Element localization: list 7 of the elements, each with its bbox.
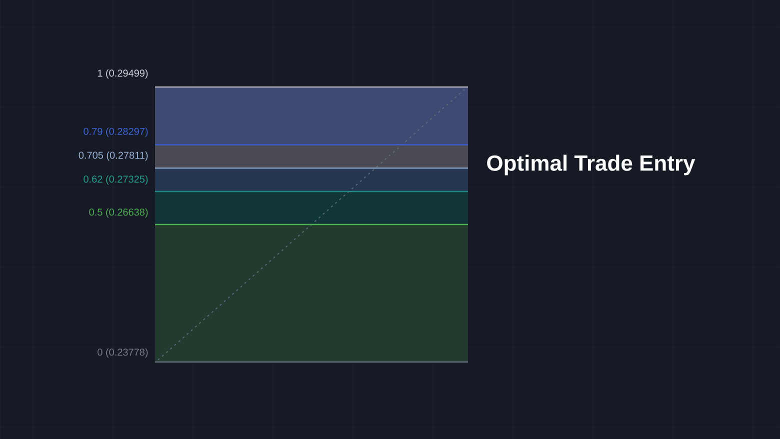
level-label: 0.62 (0.27325) [84, 175, 148, 185]
level-label: 0.5 (0.26638) [89, 208, 148, 218]
level-label: 0 (0.23778) [98, 348, 148, 358]
level-label: 0.79 (0.28297) [84, 128, 148, 137]
level-label: 0.705 (0.27811) [78, 151, 148, 161]
level-label: 1 (0.29499) [98, 69, 148, 79]
title: Optimal Trade Entry [487, 154, 696, 176]
